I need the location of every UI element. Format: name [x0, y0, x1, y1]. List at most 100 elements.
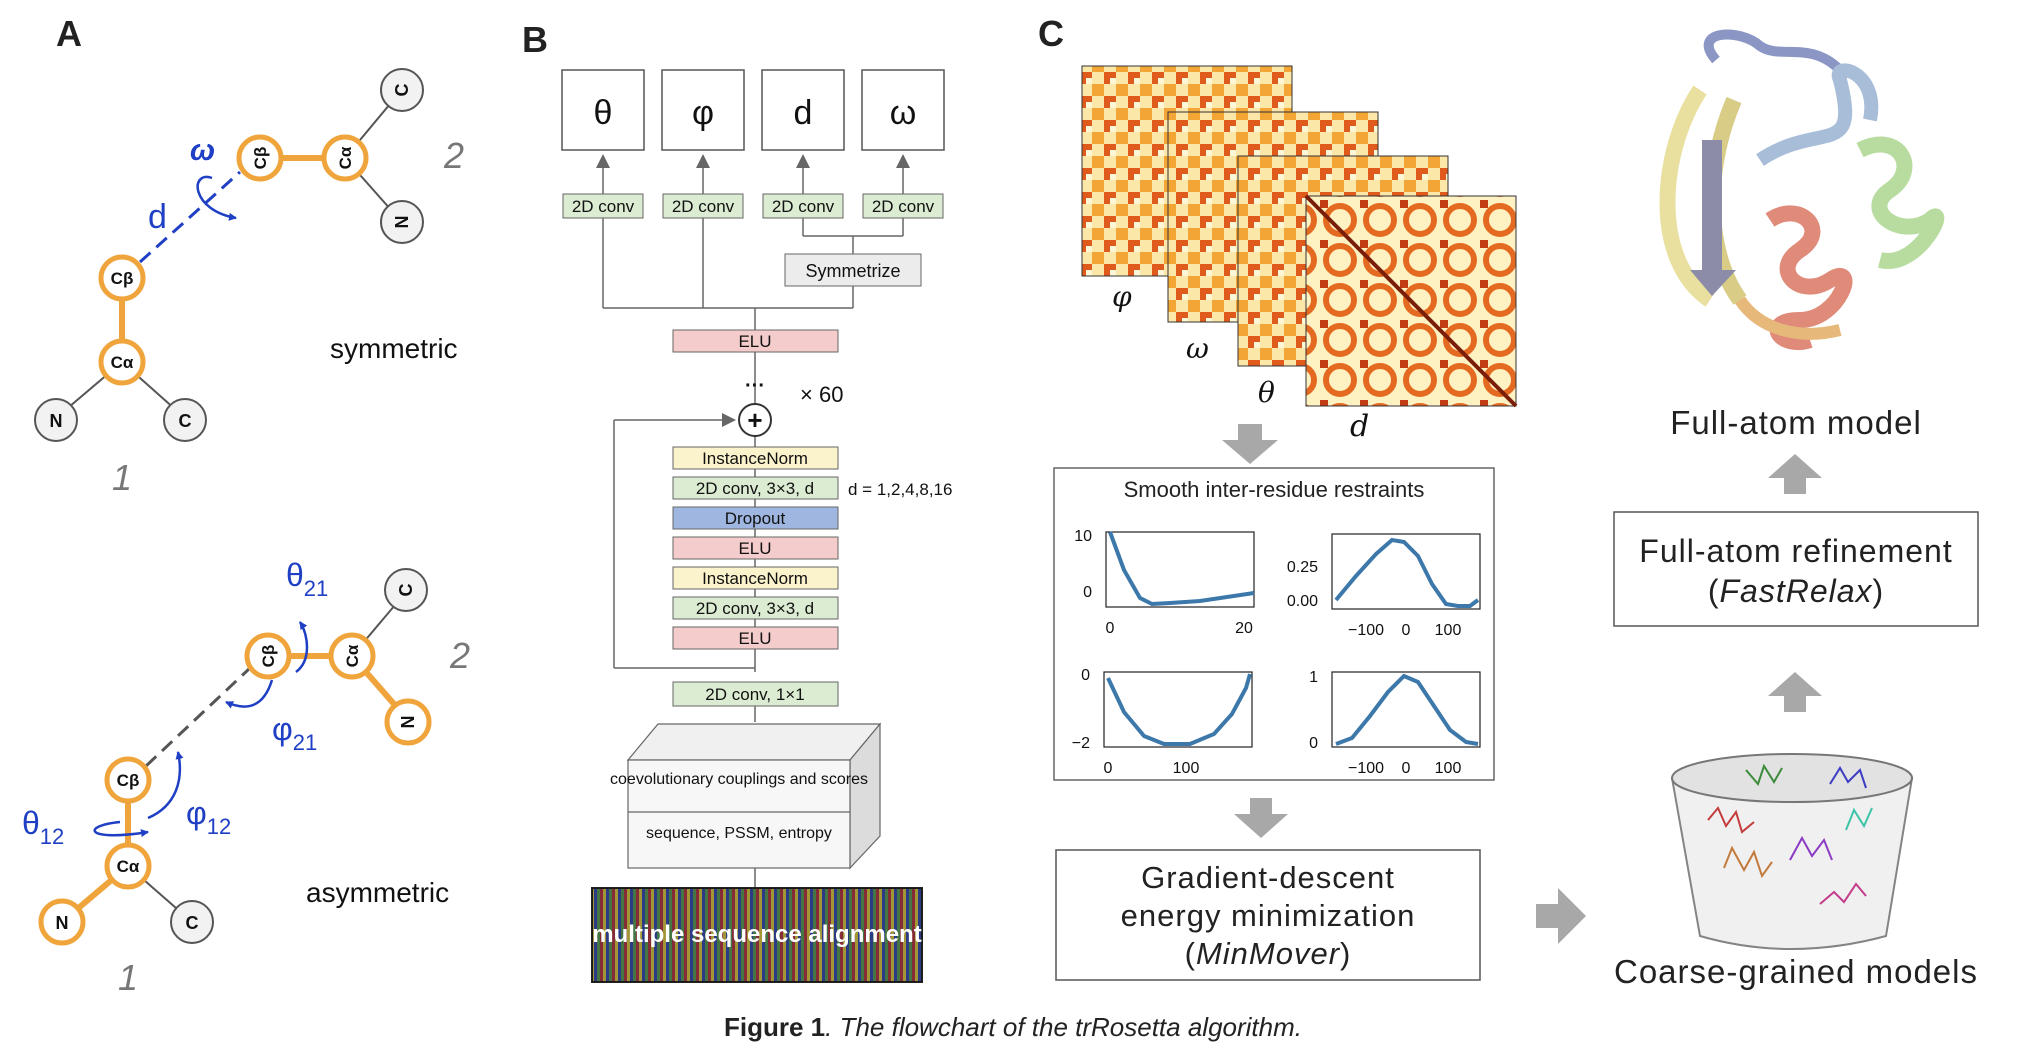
arrow-right	[1536, 888, 1586, 944]
arrow-up-1	[1768, 672, 1822, 712]
features-sequence: sequence, PSSM, entropy	[646, 825, 832, 842]
conv-heads: 2D conv 2D conv 2D conv 2D conv	[562, 193, 944, 219]
panel-b-label: B	[522, 19, 548, 60]
conv-head-phi: 2D conv	[672, 197, 735, 216]
svg-text:N: N	[392, 216, 412, 229]
residual-add	[738, 403, 772, 437]
coarse-models-bucket	[1670, 753, 1914, 950]
label-theta21: θ21	[286, 557, 328, 601]
figure-caption: Figure 1. The flowchart of the trRosetta…	[724, 1012, 1302, 1042]
minimization-line3: (MinMover)	[1185, 936, 1352, 971]
block-elu-2: ELU	[738, 629, 771, 648]
repeat-count: × 60	[800, 382, 843, 407]
panel-a-label: A	[56, 13, 82, 54]
conv1x1-box	[672, 681, 839, 707]
asym-atom-n2	[384, 698, 432, 746]
conv-head-theta: 2D conv	[572, 197, 635, 216]
label-theta12: θ12	[22, 805, 64, 849]
svg-text:N: N	[50, 411, 63, 431]
svg-text:Cβ: Cβ	[117, 771, 140, 790]
asym-distance-line	[144, 666, 252, 768]
elu-top-box	[672, 329, 839, 353]
atom-ca1	[98, 338, 146, 386]
map-label-d: d	[1350, 409, 1369, 444]
asym-atom-c1	[170, 900, 214, 944]
block-conv-1: 2D conv, 3×3, d	[696, 479, 814, 498]
panel-c: C φ ω θ d Smooth inter-residue restraint…	[1038, 13, 1979, 990]
svg-text:10: 10	[1074, 528, 1092, 545]
asymmetric-diagram: Cβ Cα N C Cβ Cα C N θ12 φ12 θ21 φ21 1 2 …	[22, 557, 470, 998]
output-box-phi	[661, 69, 745, 151]
svg-text:−2: −2	[1072, 735, 1090, 752]
block-conv-2: 2D conv, 3×3, d	[696, 599, 814, 618]
map-label-phi: φ	[1112, 280, 1132, 313]
residue-2-sym: 2	[443, 135, 464, 176]
block-dropout: Dropout	[725, 509, 786, 528]
svg-text:d: d	[794, 94, 813, 132]
residue-2-asym: 2	[449, 635, 470, 676]
svg-text:100: 100	[1173, 760, 1200, 777]
atom-n1	[34, 398, 78, 442]
refinement-box: Full-atom refinement (FastRelax)	[1613, 511, 1979, 627]
svg-text:0: 0	[1402, 622, 1411, 639]
svg-text:N: N	[56, 913, 69, 933]
svg-text:+: +	[747, 405, 762, 435]
residue-1-asym: 1	[118, 957, 138, 998]
label-phi21: φ21	[272, 711, 317, 755]
svg-text:C: C	[392, 84, 412, 97]
features-coevolution: coevolutionary couplings and scores	[610, 771, 868, 788]
plot-theta-frame	[1103, 671, 1253, 748]
asym-atom-ca2	[328, 632, 376, 680]
repeat-dots: ···	[745, 375, 765, 397]
dilation-note: d = 1,2,4,8,16	[848, 480, 952, 499]
conv-head-omega: 2D conv	[872, 197, 935, 216]
asym-atom-cb2	[244, 632, 292, 680]
svg-text:0.00: 0.00	[1287, 593, 1318, 610]
plot-omega-line	[1334, 537, 1480, 608]
svg-text:0: 0	[1081, 667, 1090, 684]
block-instancenorm-2: InstanceNorm	[702, 569, 808, 588]
label-phi12: φ12	[186, 795, 231, 839]
atom-ca2	[321, 134, 369, 182]
svg-text:Cβ: Cβ	[259, 645, 278, 668]
svg-text:C: C	[179, 411, 192, 431]
arrow-down-2	[1234, 798, 1288, 838]
residual-block: InstanceNorm 2D conv, 3×3, d Dropout ELU…	[672, 446, 839, 650]
svg-text:100: 100	[1435, 760, 1462, 777]
map-label-theta: θ	[1258, 376, 1275, 409]
msa-image: multiple sequence alignment	[591, 887, 923, 983]
plot-distance-frame	[1105, 531, 1255, 608]
plot-distance-line	[1108, 531, 1255, 607]
svg-text:0: 0	[1083, 584, 1092, 601]
omega-arrow	[196, 175, 237, 221]
full-atom-model-label: Full-atom model	[1670, 404, 1922, 441]
output-boxes: θ φ d ω	[561, 69, 945, 151]
coarse-models-label: Coarse-grained models	[1614, 953, 1978, 990]
plot-phi-line	[1335, 673, 1479, 746]
svg-text:0.25: 0.25	[1287, 559, 1318, 576]
restraints-title: Smooth inter-residue restraints	[1124, 477, 1425, 502]
svg-text:0: 0	[1402, 760, 1411, 777]
svg-text:20: 20	[1235, 620, 1253, 637]
symmetric-label: symmetric	[330, 333, 458, 364]
asym-atom-ca1	[104, 842, 152, 890]
atom-cb2	[236, 134, 284, 182]
output-box-omega	[861, 69, 945, 151]
protein-structure	[1659, 29, 1945, 350]
block-elu-1: ELU	[738, 539, 771, 558]
minimization-box: Gradient-descent energy minimization (Mi…	[1055, 849, 1481, 981]
svg-text:100: 100	[1435, 622, 1462, 639]
contact-maps: φ ω θ d	[1081, 65, 1518, 444]
svg-text:N: N	[398, 716, 418, 729]
panel-a: A Cβ Cα N C Cβ Cα C N d	[22, 13, 470, 998]
phi21-arrow	[225, 679, 274, 709]
svg-text:Cα: Cα	[336, 146, 355, 169]
elu-top-label: ELU	[738, 332, 771, 351]
output-box-d	[761, 69, 845, 151]
theta12-arrow	[93, 820, 149, 838]
svg-text:0: 0	[1104, 760, 1113, 777]
svg-text:Cα: Cα	[111, 353, 134, 372]
asym-atom-cb1	[104, 756, 152, 804]
label-omega: ω	[190, 134, 215, 167]
arrow-up-2	[1768, 454, 1822, 494]
